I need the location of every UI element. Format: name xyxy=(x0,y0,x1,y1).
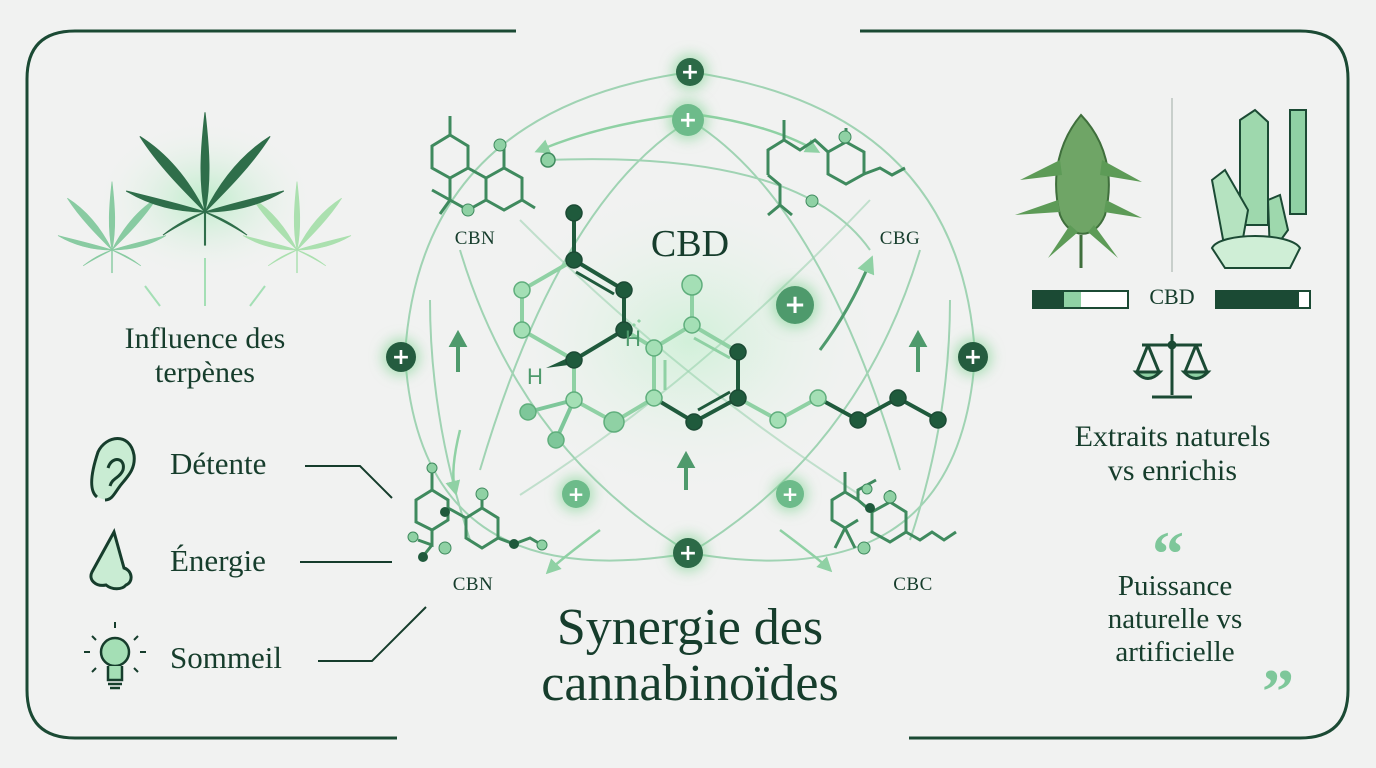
cbg-label: CBG xyxy=(879,228,921,249)
synergy-plus-node-right[interactable]: + xyxy=(776,286,814,324)
synergy-plus-node-upper[interactable]: + xyxy=(672,104,704,136)
ear-icon xyxy=(90,437,136,502)
cbd-comparison-label: CBD xyxy=(1149,284,1195,309)
nose-icon xyxy=(89,528,133,591)
plus-icon: + xyxy=(678,107,698,133)
hydrogen-label-top: H xyxy=(625,326,641,351)
up-arrow-icons xyxy=(448,329,928,490)
terpenes-title: Influence des terpènes xyxy=(80,322,330,390)
cbn-label-bottom: CBN xyxy=(452,574,494,595)
crystal-icon xyxy=(1210,108,1302,269)
lightbulb-icon xyxy=(84,622,146,690)
plus-icon: + xyxy=(391,344,411,370)
quote-close-icon: ” xyxy=(1262,656,1294,727)
plus-icon: + xyxy=(680,59,700,85)
extracts-title-line1: Extraits naturels xyxy=(1074,420,1271,453)
quote-line2: naturelle vs xyxy=(1107,603,1243,635)
main-title-line2: cannabinoïdes xyxy=(541,655,839,712)
synergy-plus-node-left-edge[interactable]: + xyxy=(386,342,416,372)
cannabis-bud-icon xyxy=(1015,113,1142,268)
plus-icon: + xyxy=(678,540,698,566)
enrichment-level-bar xyxy=(1289,109,1307,215)
cbc-label: CBC xyxy=(893,574,933,595)
benefit-energie: Énergie xyxy=(170,543,266,578)
quote-open-icon: “ xyxy=(1152,518,1184,589)
main-title: Synergie des cannabinoïdes xyxy=(470,600,910,712)
synergy-plus-node-lower-left[interactable]: + xyxy=(562,480,590,508)
cbn-label-top: CBN xyxy=(454,228,496,249)
synergy-plus-node-right-edge[interactable]: + xyxy=(958,342,988,372)
plus-icon: + xyxy=(781,482,799,506)
extracts-title: Extraits naturels vs enrichis xyxy=(1030,420,1315,488)
synergy-plus-node-top[interactable]: + xyxy=(676,58,704,86)
plus-icon: + xyxy=(963,344,983,370)
plus-icon: + xyxy=(784,290,806,320)
synergy-plus-node-lower-right[interactable]: + xyxy=(776,480,804,508)
extracts-title-line2: vs enrichis xyxy=(1107,454,1238,487)
balance-scale-icon xyxy=(1132,334,1212,399)
terpenes-title-line2: terpènes xyxy=(155,356,255,389)
cbd-center-label: CBD xyxy=(650,223,730,265)
benefit-sommeil: Sommeil xyxy=(170,640,282,675)
plus-icon: + xyxy=(567,482,585,506)
terpenes-title-line1: Influence des xyxy=(124,322,286,355)
synergy-plus-node-bottom[interactable]: + xyxy=(673,538,703,568)
hydrogen-label-bottom: H xyxy=(527,364,543,389)
quote-line3: artificielle xyxy=(1115,636,1235,668)
benefit-detente: Détente xyxy=(170,446,267,481)
quote-text: Puissance naturelle vs artificielle xyxy=(1060,570,1290,669)
quote-line1: Puissance xyxy=(1117,570,1233,602)
main-title-line1: Synergie des xyxy=(556,599,824,656)
